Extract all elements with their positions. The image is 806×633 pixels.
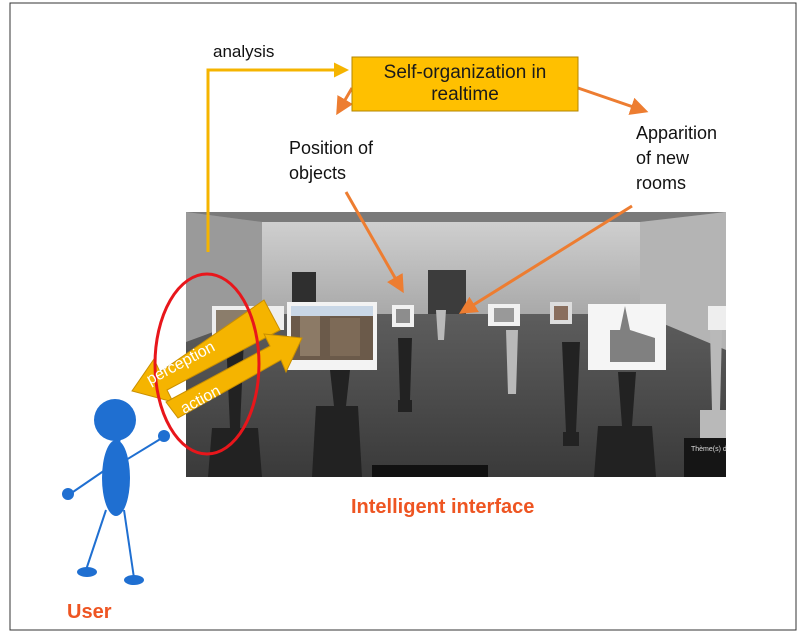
virtual-museum-screenshot bbox=[186, 212, 726, 477]
self-organization-box bbox=[351, 56, 579, 112]
arrow-apparition-to-door bbox=[458, 204, 633, 314]
perception-focus-ellipse bbox=[153, 272, 261, 456]
screen-caption: Thème(s) d bbox=[691, 446, 727, 453]
arrow-box-to-position bbox=[336, 87, 354, 116]
analysis-label: analysis bbox=[213, 42, 275, 61]
slide-frame bbox=[9, 2, 797, 631]
position-of-objects-label: Position of objects bbox=[289, 138, 374, 183]
action-arrow bbox=[165, 333, 303, 419]
user-title: User bbox=[67, 601, 112, 623]
user-stick-figure-icon bbox=[62, 399, 170, 585]
perception-arrow bbox=[131, 299, 281, 403]
arrow-position-to-object bbox=[344, 191, 404, 294]
apparition-label: Apparition of new rooms bbox=[636, 123, 718, 193]
intelligent-interface-title: Intelligent interface bbox=[351, 496, 535, 518]
self-organization-label: Self-organization in realtime bbox=[383, 62, 547, 105]
arrow-box-to-apparition bbox=[577, 86, 649, 115]
analysis-arrow bbox=[206, 62, 349, 252]
